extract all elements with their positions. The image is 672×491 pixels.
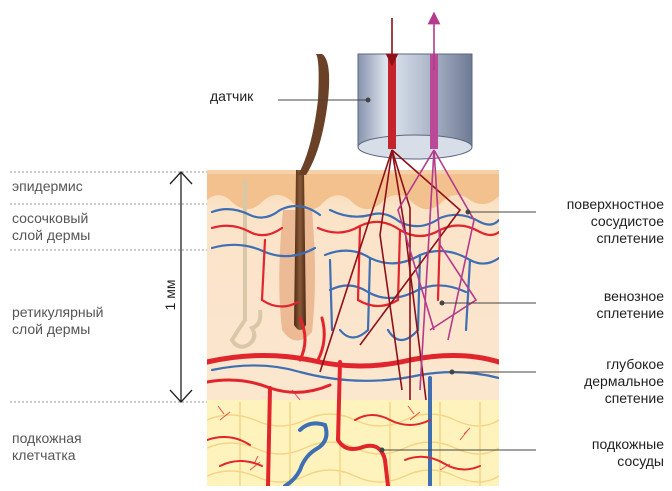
deep-pointer-dot bbox=[450, 370, 455, 375]
papillary-label: сосочковый слой дермы bbox=[12, 210, 90, 244]
deep-plexus-label: глубокое дермальное спетение bbox=[584, 356, 664, 407]
subcutis-line-1: подкожная bbox=[12, 430, 82, 447]
venous-line-1: венозное bbox=[597, 288, 664, 305]
papillary-line-1: сосочковый bbox=[12, 210, 90, 227]
superficial-plexus-label: поверхностное сосудистое сплетение bbox=[567, 196, 664, 247]
subcutaneous-pointer-dot bbox=[380, 448, 385, 453]
subcutis-line-2: клетчатка bbox=[12, 447, 82, 464]
superficial-line-3: сплетение bbox=[567, 230, 664, 247]
hair-shaft bbox=[298, 54, 329, 175]
deep-line-3: спетение bbox=[584, 390, 664, 407]
superficial-line-2: сосудистое bbox=[567, 213, 664, 230]
papillary-line-2: слой дермы bbox=[12, 227, 90, 244]
subcutaneous-line-2: сосуды bbox=[592, 453, 664, 470]
venous-plexus-label: венозное сплетение bbox=[597, 288, 664, 322]
probe-pointer-dot bbox=[366, 98, 371, 103]
probe-emitter bbox=[388, 54, 396, 149]
deep-line-2: дермальное bbox=[584, 373, 664, 390]
plexus-pointer-dot bbox=[466, 210, 471, 215]
reticular-line-1: ретикулярный bbox=[12, 304, 103, 321]
reticular-label: ретикулярный слой дермы bbox=[12, 304, 103, 338]
subcutaneous-vessels-label: подкожные сосуды bbox=[592, 436, 664, 470]
subcutaneous-line-1: подкожные bbox=[592, 436, 664, 453]
scale-label: 1 мм bbox=[162, 265, 178, 325]
subcutaneous-fat bbox=[207, 400, 499, 486]
superficial-line-1: поверхностное bbox=[567, 196, 664, 213]
probe bbox=[358, 54, 472, 159]
venous-line-2: сплетение bbox=[597, 305, 664, 322]
epidermis-label: эпидермис bbox=[12, 178, 83, 195]
probe-label: датчик bbox=[210, 88, 253, 105]
probe-tip bbox=[358, 135, 472, 159]
subcutis-label: подкожная клетчатка bbox=[12, 430, 82, 464]
venous-pointer-dot bbox=[440, 301, 445, 306]
deep-line-1: глубокое bbox=[584, 356, 664, 373]
reticular-line-2: слой дермы bbox=[12, 321, 103, 338]
